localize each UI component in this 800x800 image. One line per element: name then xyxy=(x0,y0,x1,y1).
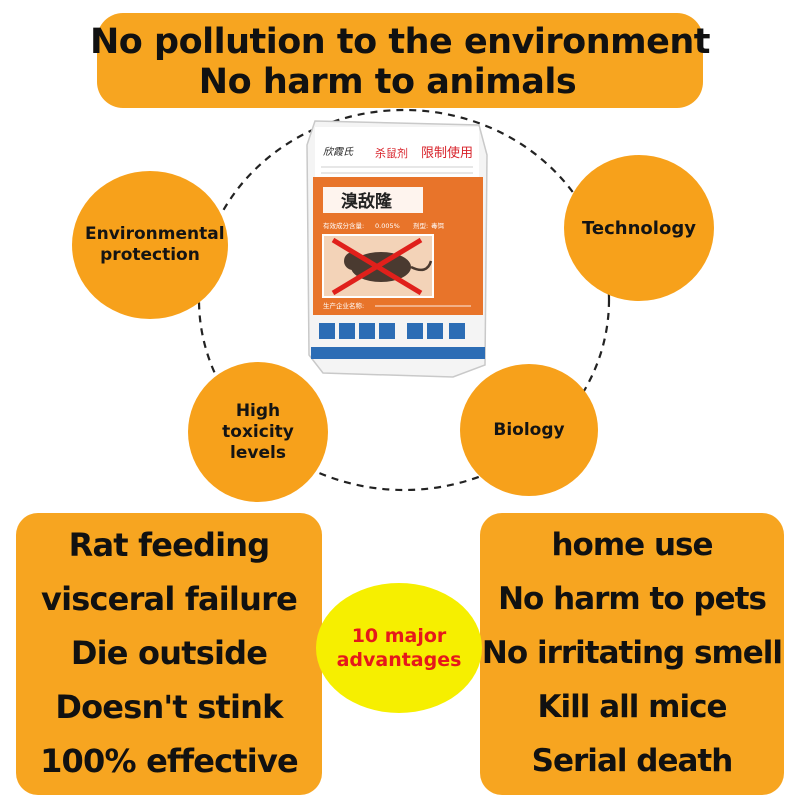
right-benefit-item: No harm to pets xyxy=(498,581,767,617)
usage-pictogram-row xyxy=(319,323,465,339)
top-banner: No pollution to the environment No harm … xyxy=(90,13,711,108)
left-benefit-item: 100% effective xyxy=(40,742,299,780)
package-manufacturer: 生产企业名称: xyxy=(323,301,364,310)
right-benefit-item: Kill all mice xyxy=(537,689,728,725)
banner-line-1: No pollution to the environment xyxy=(90,21,711,62)
right-benefits-panel: home use No harm to pets No irritating s… xyxy=(480,513,784,795)
prohibited-cross-icon xyxy=(331,237,423,296)
package-category: 杀鼠剂 xyxy=(375,146,408,160)
package-restricted: 限制使用 xyxy=(421,145,473,161)
environmental-protection-label: Environmental protection xyxy=(85,224,225,265)
package-content-label: 有效成分含量: xyxy=(323,221,364,230)
technology-circle: Technology xyxy=(564,155,714,301)
biology-label: Biology xyxy=(493,420,565,440)
advantages-badge: 10 major advantages xyxy=(316,583,482,713)
high-toxicity-circle: High toxicity levels xyxy=(188,362,328,502)
left-benefit-item: Doesn't stink xyxy=(55,688,283,726)
badge-line-2: advantages xyxy=(336,649,462,671)
left-benefit-item: visceral failure xyxy=(41,580,298,618)
package-content-value: 0.005% xyxy=(375,222,400,230)
right-benefit-item: No irritating smell xyxy=(481,635,783,671)
biology-circle: Biology xyxy=(460,364,598,496)
banner-line-2: No harm to animals xyxy=(198,61,577,102)
left-benefits-panel: Rat feeding visceral failure Die outside… xyxy=(16,513,322,795)
left-benefit-item: Rat feeding xyxy=(68,526,271,564)
badge-line-1: 10 major xyxy=(351,625,447,647)
right-benefit-item: home use xyxy=(551,527,713,563)
package-product-name: 溴敌隆 xyxy=(341,191,393,212)
high-toxicity-label: High toxicity levels xyxy=(222,400,294,463)
product-package-image: 欣霞氏 杀鼠剂 限制使用 溴敌隆 有效成分含量: 0.005% 剂型: 毒饵 生… xyxy=(306,120,488,378)
package-form-label: 剂型: xyxy=(413,221,428,230)
package-brand: 欣霞氏 xyxy=(323,146,354,158)
right-benefit-item: Serial death xyxy=(531,743,734,779)
technology-label: Technology xyxy=(582,217,696,239)
environmental-protection-circle: Environmental protection xyxy=(72,171,228,319)
left-benefit-item: Die outside xyxy=(70,634,268,672)
package-form-value: 毒饵 xyxy=(431,221,445,230)
